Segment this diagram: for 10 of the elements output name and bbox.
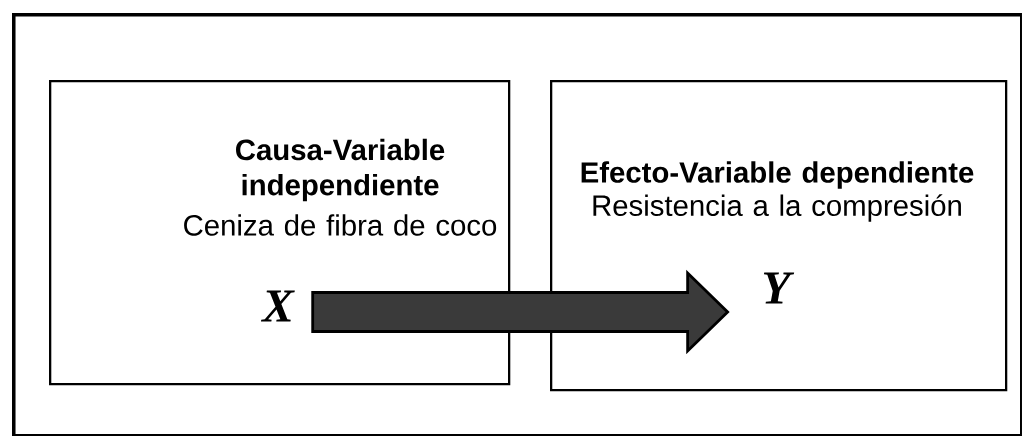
variable-box <box>49 80 511 386</box>
box-text: Ceniza de fibra de coco <box>184 214 497 236</box>
variable-box <box>550 80 1008 392</box>
box-text: Resistencia a la compresión <box>593 194 961 222</box>
variable-letter: X <box>261 290 295 322</box>
box-heading: Causa-Variable independiente <box>236 138 445 202</box>
variable-letter: Y <box>763 272 795 304</box>
frame <box>12 13 1022 436</box>
box-heading: Efecto-Variable dependiente <box>581 161 974 189</box>
block-arrow <box>311 269 730 355</box>
